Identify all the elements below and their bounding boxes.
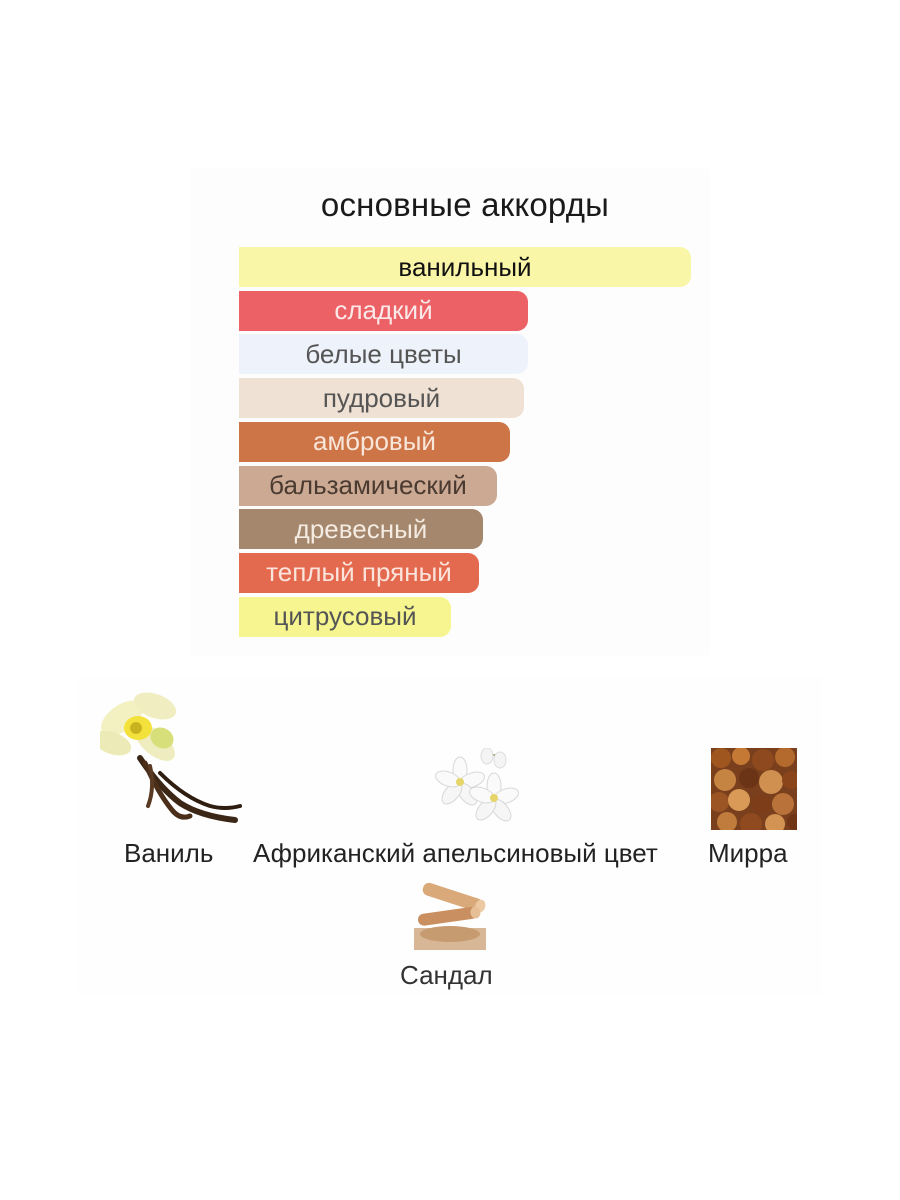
accord-bar: древесный: [239, 509, 483, 550]
orange-blossom-label: Африканский апельсиновый цвет: [253, 838, 658, 868]
accord-bar: бальзамический: [239, 465, 497, 506]
accords-title: основные аккорды: [320, 186, 610, 223]
sandalwood-label: Сандал: [400, 960, 493, 990]
accord-label: бальзамический: [269, 470, 467, 500]
accord-bar: сладкий: [239, 290, 528, 331]
accord-label: сладкий: [334, 295, 433, 326]
accord-bar: белые цветы: [239, 334, 528, 375]
accord-label: белые цветы: [305, 338, 462, 369]
vanilla-label: Ваниль: [124, 838, 214, 868]
accord-label: пудровый: [322, 382, 441, 413]
accord-bar: теплый пряный: [239, 552, 479, 593]
vanilla-flower-icon: [92, 688, 245, 828]
accord-label: теплый пряный: [266, 557, 452, 588]
accord-bar: ванильный: [239, 247, 691, 287]
accord-bar: пудровый: [239, 378, 524, 419]
orange-blossom-icon: [432, 747, 524, 830]
myrrh-label: Мирра: [708, 838, 788, 868]
accord-label: цитрусовый: [273, 601, 417, 632]
accord-bar: цитрусовый: [239, 596, 451, 637]
accord-label: древесный: [294, 513, 428, 544]
myrrh-resin-icon: [709, 747, 803, 835]
accord-bar: амбровый: [239, 421, 510, 462]
accord-label: амбровый: [313, 426, 436, 457]
sandalwood-icon: [414, 882, 486, 950]
accord-label: ванильный: [398, 251, 532, 282]
